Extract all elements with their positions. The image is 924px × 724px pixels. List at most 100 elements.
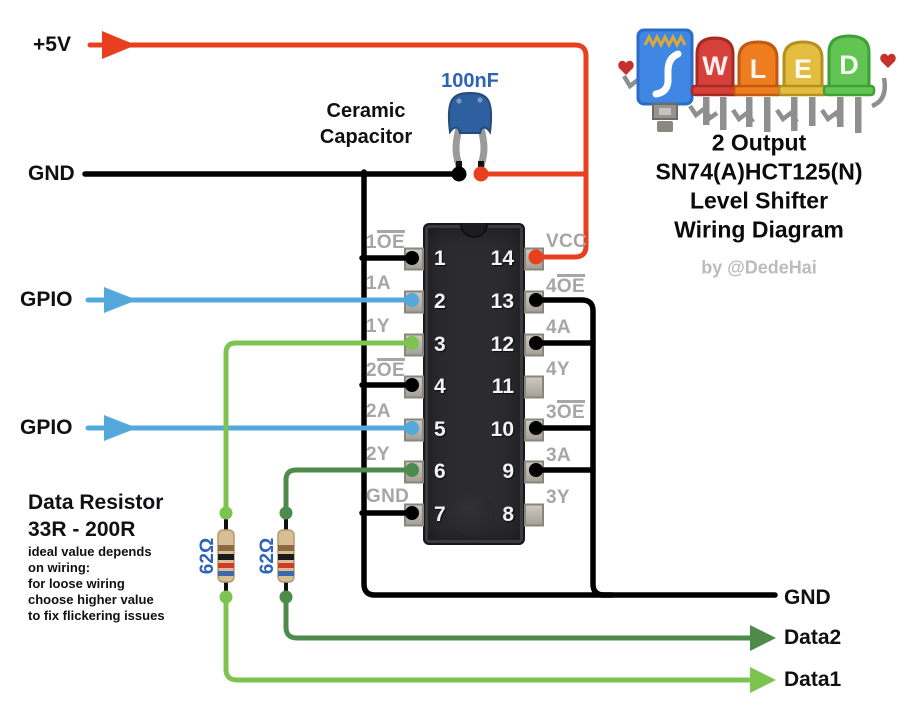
pin-label-2oe: 2OE (366, 358, 405, 382)
led-d-leg (855, 97, 862, 133)
pin-label-overline: OE (376, 230, 405, 253)
led-l: L (732, 40, 784, 132)
resistor-1-top-junction-dot (219, 506, 233, 520)
resistor-heading: Data Resistor 33R - 200R (28, 491, 164, 541)
pin-label-3oe: 3OE (546, 400, 585, 424)
resistor-1-band-black (218, 554, 234, 560)
pin-label-overline: OE (376, 358, 405, 381)
data2-label: Data2 (784, 626, 842, 649)
logo-controller (636, 28, 694, 132)
led-d: D (822, 34, 876, 133)
pin-label-text: 1 (366, 232, 377, 253)
pin-label-4oe: 4OE (546, 274, 585, 298)
pin-label-2a: 2A (366, 401, 391, 423)
gnd-cap-junction-dot (451, 166, 467, 182)
pin7-dot (405, 506, 419, 520)
led-d-dome (827, 34, 871, 94)
led-w: W (690, 36, 740, 130)
resistor-1 (217, 506, 235, 604)
data1-label: Data1 (784, 668, 842, 691)
title-line-2: SN74(A)HCT125(N) (655, 158, 863, 185)
ground-wires (82, 169, 778, 598)
resistor-note: ideal value depends on wiring: for loose… (28, 544, 165, 623)
led-e-letter: E (794, 54, 812, 84)
pin-label-text: GND (366, 486, 410, 507)
pin12-dot (529, 336, 543, 350)
led-l-flange (732, 84, 784, 97)
pin-label-text: 2 (366, 360, 377, 381)
resistor-2-band-black (278, 554, 294, 560)
led-w-flange (690, 84, 740, 97)
pin-label-3y: 3Y (546, 487, 570, 509)
capacitor-body (447, 91, 493, 135)
capacitor-value-label: 100nF (441, 70, 499, 92)
capacitor-highlight-right (477, 97, 483, 103)
pin-label-4y: 4Y (546, 359, 570, 381)
wled-logo: W L E D (618, 28, 896, 133)
pin-number-6: 6 (434, 460, 446, 483)
resistor-2-top-junction-dot (279, 506, 293, 520)
resistor-1-band-brown (218, 545, 234, 551)
led-w-leg (703, 97, 710, 125)
led-l-dome (737, 40, 779, 94)
led-w-leg (720, 97, 727, 130)
pin2-dot (405, 293, 419, 307)
pin-label-overline: OE (556, 274, 585, 297)
vcc-cap-junction-dot (473, 166, 489, 182)
resistor-2-band-red (278, 563, 294, 568)
resistor-1-band-blue (218, 571, 234, 576)
pin-label-text: 4 (546, 276, 557, 297)
led-l-leg (746, 97, 753, 127)
pin-label-text: 3 (546, 402, 557, 423)
pin13-dot (529, 293, 543, 307)
resistor-1-bottom-junction-dot (219, 590, 233, 604)
pin-label-gnd: GND (366, 486, 409, 508)
led-e-flange (777, 84, 829, 97)
pin-number-14: 14 (490, 247, 514, 270)
pin-label-2y: 2Y (366, 444, 390, 466)
resistor-2-bottom-junction-dot (279, 590, 293, 604)
resistor-2-value-label: 62Ω (257, 537, 278, 575)
capacitor-leg-left (452, 127, 463, 167)
controller-bolt-icon (652, 50, 682, 98)
capacitor-highlight-left (456, 98, 462, 104)
gpio1-arrowhead (104, 287, 137, 313)
led-e: E (777, 40, 829, 131)
pin-stub-8 (524, 503, 544, 527)
led-d-flange (822, 84, 876, 97)
data2-wire-lower (283, 599, 755, 641)
pin-label-text: 1A (366, 273, 391, 294)
chip-mold-mark (451, 493, 495, 537)
pin-number-3: 3 (434, 333, 446, 356)
plus5v-label: +5V (33, 33, 71, 56)
gnd-right-chain-wire (533, 297, 615, 598)
pin-label-text: 4Y (546, 359, 570, 380)
pin-label-1oe: 1OE (366, 230, 405, 254)
led-w-dome (695, 36, 735, 94)
led-d-leg (837, 97, 844, 127)
title-line-1: 2 Output (711, 129, 807, 156)
pin-label-overline: OE (556, 400, 585, 423)
capacitor-name-label: Ceramic Capacitor (319, 100, 413, 148)
pin4-dot (405, 378, 419, 392)
gnd-bottom-label: GND (784, 586, 831, 609)
title-line-4: Wiring Diagram (674, 216, 844, 243)
data2-wire-upper (283, 467, 413, 511)
led-l-letter: L (750, 54, 767, 84)
pin14-dot (528, 249, 544, 265)
led-e-leg (791, 97, 798, 131)
plus5v-arrowhead (102, 31, 136, 59)
resistor-1-band-red (218, 563, 234, 568)
led-w-letter: W (702, 51, 728, 81)
led-l-leg (764, 97, 771, 132)
data2-wires (283, 467, 755, 641)
pin-label-text: 2Y (366, 444, 390, 465)
pin-number-12: 12 (490, 333, 514, 356)
usb-cable-stub (657, 121, 673, 132)
resistor-1-value-label: 62Ω (197, 537, 218, 575)
pin-number-10: 10 (490, 418, 514, 441)
resistor-2-band-brown (278, 545, 294, 551)
pin-number-8: 8 (502, 503, 514, 526)
controller-antenna-trace (643, 33, 687, 49)
